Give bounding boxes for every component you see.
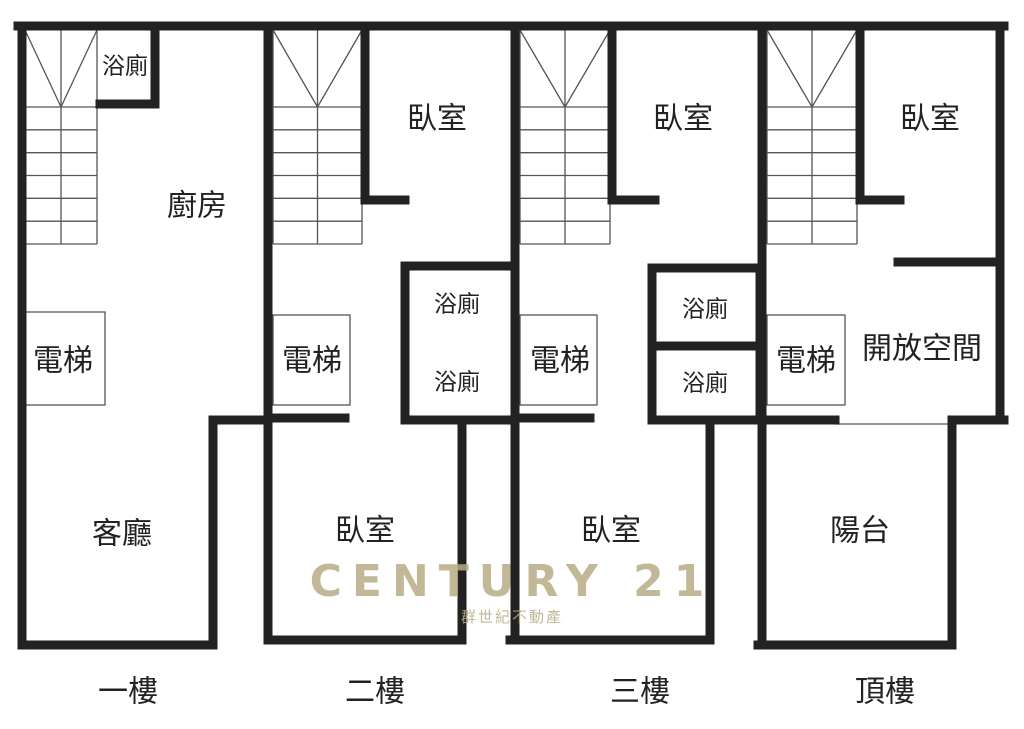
- room-label-balcony: 陽台: [830, 514, 890, 549]
- room-label-bedroom: 臥室: [653, 102, 713, 137]
- elevator-box: [519, 314, 598, 406]
- floor-name: 二樓: [345, 675, 405, 710]
- room-label-bedroom: 臥室: [407, 102, 467, 137]
- elevator-box: [272, 314, 351, 406]
- watermark-subtitle: 群世紀不動產: [461, 608, 563, 626]
- floor-name: 一樓: [98, 675, 158, 710]
- floor-name: 三樓: [610, 675, 670, 710]
- wall: [263, 415, 467, 645]
- room-label-elevator: 電梯: [282, 344, 342, 379]
- room-label-bath: 浴廁: [434, 370, 480, 396]
- room-label-elevator: 電梯: [530, 344, 590, 379]
- stair-line: [519, 29, 566, 108]
- walls: [13, 21, 1009, 650]
- stair-line: [811, 29, 858, 108]
- wall: [95, 21, 160, 109]
- stair-line: [272, 29, 319, 108]
- room-label-bath: 浴廁: [682, 371, 728, 397]
- stair-line: [766, 29, 813, 108]
- room-label-bedroom: 臥室: [581, 514, 641, 549]
- stair-line: [316, 29, 363, 108]
- room-label-bath: 浴廁: [682, 297, 728, 323]
- wall: [505, 415, 715, 645]
- stair-line: [24, 29, 62, 108]
- room-label-living: 客廳: [92, 517, 152, 552]
- room-label-bedroom: 臥室: [335, 514, 395, 549]
- room-label-bedroom: 臥室: [900, 102, 960, 137]
- wall: [400, 261, 517, 425]
- watermark-brand: CENTURY 21: [310, 556, 715, 607]
- room-label-elevator: 電梯: [33, 344, 93, 379]
- stairs-group: [24, 29, 858, 245]
- stair-line: [564, 29, 611, 108]
- elevator-box: [766, 314, 846, 406]
- room-label-bath: 浴廁: [434, 292, 480, 318]
- room-label-bath: 浴廁: [102, 54, 148, 80]
- wall: [360, 25, 410, 205]
- room-label-elevator: 電梯: [776, 344, 836, 379]
- wall: [855, 25, 905, 205]
- stair-line: [60, 29, 98, 108]
- wall: [17, 21, 267, 650]
- wall: [753, 415, 1009, 650]
- wall: [607, 25, 660, 205]
- room-label-open-space: 開放空間: [862, 332, 982, 367]
- room-label-kitchen: 廚房: [167, 189, 227, 224]
- floor-name: 頂樓: [855, 675, 915, 710]
